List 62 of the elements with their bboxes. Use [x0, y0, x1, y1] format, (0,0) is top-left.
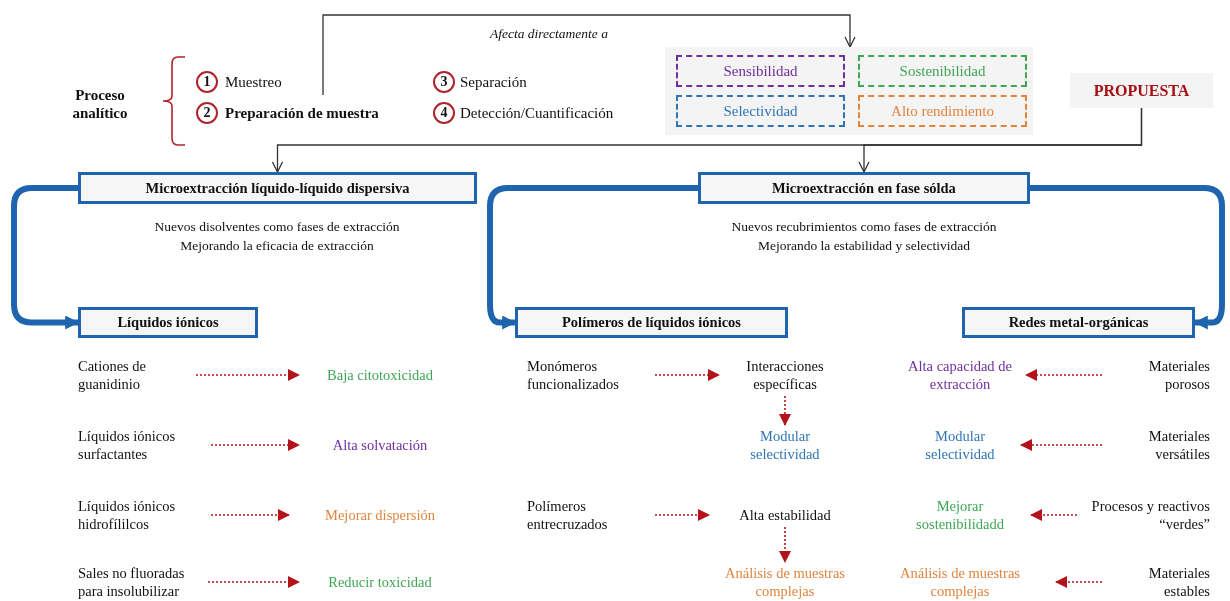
step-number-circle: 4	[433, 102, 455, 124]
arrow	[1055, 576, 1103, 588]
step-label: Muestreo	[225, 73, 282, 91]
criteria-panel	[665, 47, 1033, 135]
method-box: Microextracción líquido-líquido dispersiva	[78, 172, 477, 204]
step-label: Preparación de muestra	[225, 103, 410, 123]
property-text: Materiales estables	[1110, 564, 1210, 600]
property-text: Líquidos iónicos hidrofílilcos	[78, 497, 203, 533]
step-number-circle: 1	[196, 71, 218, 93]
property-text: Mejorar dispersión	[295, 506, 465, 524]
property-text: Materiales porosos	[1110, 357, 1210, 393]
method-box: Polímeros de líquidos iónicos	[515, 307, 788, 338]
arrow	[210, 509, 290, 521]
proposal-box: PROPUESTA	[1070, 73, 1213, 108]
arrow	[322, 14, 856, 96]
property-text: Reducir toxicidad	[305, 573, 455, 591]
property-text: Líquidos iónicos surfactantes	[78, 427, 203, 463]
step-number-circle: 2	[196, 102, 218, 124]
criterion-box: Selectividad	[676, 95, 845, 127]
property-text: Modular selectividad	[905, 427, 1015, 463]
step-number-circle: 3	[433, 71, 455, 93]
property-text: Polímeros entrecruzados	[527, 497, 647, 533]
arrow	[858, 107, 1143, 173]
property-text: Alta capacidad de extracción	[900, 357, 1020, 393]
step-label: Detección/Cuantificación	[460, 104, 614, 122]
arrow	[210, 439, 300, 451]
description-text: Nuevos recubrimientos como fases de extracción	[731, 218, 997, 236]
arrow	[779, 526, 791, 563]
curved-arrow	[1030, 185, 1225, 330]
arrow	[207, 576, 300, 588]
criterion-box: Alto rendimiento	[858, 95, 1027, 127]
property-text: Modular selectividad	[725, 427, 845, 463]
property-text: Sales no fluoradas para insolubilizar	[78, 564, 200, 600]
curved-arrow	[487, 185, 698, 330]
property-text: Monómeros funcionalizados	[527, 357, 647, 393]
step-label: Separación	[460, 73, 527, 91]
property-text: Baja citotoxicidad	[305, 366, 455, 384]
property-text: Mejorar sostenibilidadd	[895, 497, 1025, 533]
property-text: Materiales versátiles	[1110, 427, 1210, 463]
arrow	[779, 395, 791, 426]
arrow	[1020, 439, 1103, 451]
description-text: Nuevos disolventes como fases de extracción	[154, 218, 400, 236]
criterion-box: Sensibilidad	[676, 55, 845, 87]
description-text: Mejorando la eficacia de extracción	[180, 237, 374, 255]
arrow	[195, 369, 300, 381]
method-box: Redes metal-orgánicas	[962, 307, 1195, 338]
property-text: Interacciones específicas	[725, 357, 845, 393]
arrow	[654, 509, 710, 521]
arrow	[1030, 509, 1078, 521]
curved-arrow	[11, 185, 80, 330]
description-text: Mejorando la estabilidad y selectividad	[757, 237, 971, 255]
criterion-box: Sostenibilidad	[858, 55, 1027, 87]
arrow	[1025, 369, 1103, 381]
process-heading: Proceso analítico	[71, 86, 129, 122]
method-box: Líquidos iónicos	[78, 307, 258, 338]
property-text: Alta solvatación	[305, 436, 455, 454]
edge-label: Afecta directamente a	[488, 26, 610, 42]
property-text: Alta estabilidad	[715, 506, 855, 524]
property-text: Cationes de guanidinio	[78, 357, 188, 393]
arrow	[654, 369, 720, 381]
method-box: Microextracción en fase sólda	[698, 172, 1030, 204]
property-text: Procesos y reactivos “verdes”	[1085, 497, 1210, 533]
